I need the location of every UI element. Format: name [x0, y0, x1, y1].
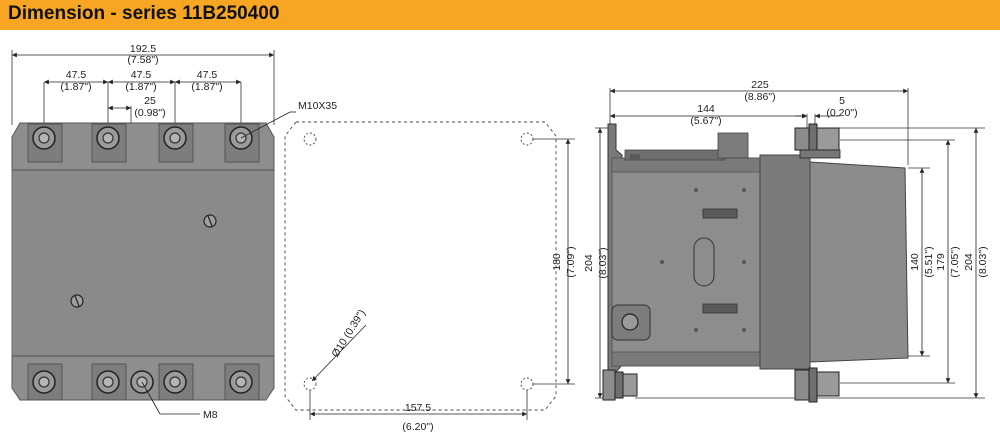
height-140-mm: 140 — [909, 253, 921, 271]
overall-width-in: (7.58") — [127, 54, 158, 66]
side-view: 225 (8.86") 144 (5.67") 5 (0.20") 204 (8… — [583, 79, 989, 403]
height-left-mm: 204 — [583, 254, 595, 272]
overall-depth-mm: 225 — [751, 79, 769, 91]
inner-spacing-mm: 25 — [144, 95, 156, 107]
pole-spacing-3-in: (1.87") — [191, 81, 222, 93]
inner-spacing-in: (0.98") — [134, 107, 165, 119]
hole-spacing-v-in: (7.09") — [565, 246, 577, 277]
mount-depth-mm: 144 — [697, 103, 715, 115]
hole-spacing-v-mm: 180 — [551, 253, 563, 271]
pole-spacing-3-mm: 47.5 — [197, 69, 218, 81]
mount-depth-in: (5.67") — [690, 115, 721, 127]
page-title: Dimension - series 11B250400 — [8, 3, 280, 24]
face-screws — [70, 214, 217, 308]
pole-spacing-2-mm: 47.5 — [131, 69, 152, 81]
side-bottom-bolts — [602, 367, 840, 403]
offset-in: (0.20") — [826, 107, 857, 119]
hole-spacing-h-in: (6.20") — [402, 421, 433, 433]
overall-depth-in: (8.86") — [744, 91, 775, 103]
bottom-terminals — [27, 363, 260, 401]
front-view: 192.5 (7.58") 47.5 (1.87") 47.5 (1.87") … — [11, 43, 337, 421]
drilling-template: 157.5 (6.20") 180 (7.09") Ø10 (0.39") — [284, 121, 577, 433]
hole-diameter-label: Ø10 (0.39") — [329, 308, 368, 360]
pole-spacing-2-in: (1.87") — [125, 81, 156, 93]
height-left-in: (8.03") — [597, 247, 609, 278]
side-top-bolt — [794, 123, 841, 159]
overall-width-mm: 192.5 — [130, 43, 156, 55]
height-179-in: (7.05") — [949, 246, 961, 277]
pole-spacing-1-mm: 47.5 — [66, 69, 87, 81]
offset-mm: 5 — [839, 95, 845, 107]
pole-spacing-1-in: (1.87") — [60, 81, 91, 93]
height-140-in: (5.51") — [923, 246, 935, 277]
height-right-mm: 204 — [963, 253, 975, 271]
hole-spacing-h-mm: 157.5 — [405, 402, 431, 414]
top-terminals — [27, 123, 260, 163]
header-bar: Dimension - series 11B250400 — [0, 0, 1000, 30]
top-bolt-label: M10X35 — [298, 100, 337, 112]
height-179-mm: 179 — [935, 253, 947, 271]
bottom-bolt-label: M8 — [203, 409, 218, 421]
height-right-in: (8.03") — [977, 246, 989, 277]
